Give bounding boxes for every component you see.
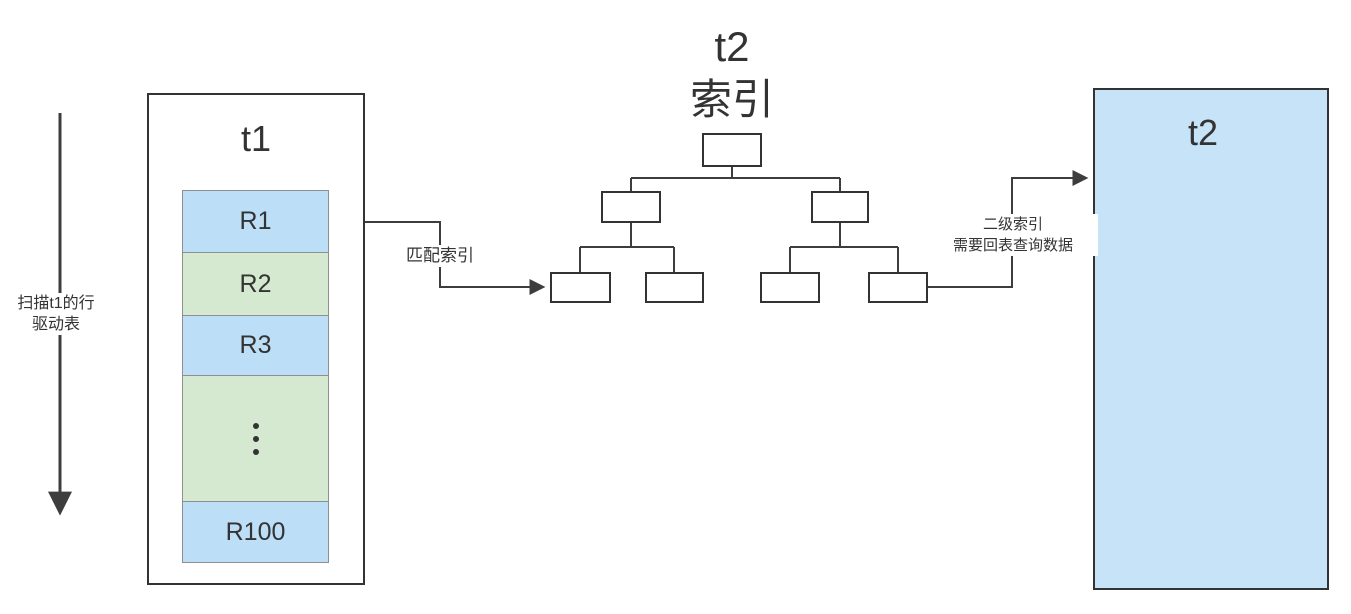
t1-row-r2-label: R2 [239,269,272,298]
t1-row-r1-label: R1 [239,207,272,235]
secondary-index-annotation-line1: 二级索引 [982,216,1043,233]
t1-row-r2: R2 [182,252,329,316]
tree-root-node [702,133,762,167]
tree-leaf-node-1 [550,272,611,303]
tree-connector-top [630,167,841,191]
t1-row-r100-label: R100 [225,517,286,546]
t1-row-r3-label: R3 [239,331,272,359]
t2-title: t2 [1187,112,1219,153]
tree-leaf-node-2 [645,272,704,303]
index-tree-title-line1: t2 [714,23,750,70]
tree-connector-right [789,223,899,272]
t1-row-r100: R100 [182,501,329,563]
index-tree-title-line2: 索引 [689,76,774,123]
tree-leaf-node-4 [868,272,928,303]
match-index-annotation: 匹配索引 [398,245,482,267]
scan-annotation-line2: 驱动表 [31,316,80,333]
t2-table-box [1093,88,1329,590]
tree-leaf-node-3 [760,272,820,303]
scan-annotation: 扫描t1的行 驱动表 [6,293,106,335]
tree-internal-node-right [811,191,869,223]
t1-rows: R1 R2 R3 R100 [182,190,329,563]
tree-internal-node-left [601,191,661,223]
t1-title: t1 [240,118,272,159]
t1-row-ellipsis [182,375,329,502]
tree-connector-left [579,223,675,272]
secondary-index-annotation-line2: 需要回表查询数据 [952,237,1073,254]
secondary-index-annotation: 二级索引 需要回表查询数据 [928,214,1098,256]
index-tree-title: t2 索引 [632,20,832,126]
t1-row-r3: R3 [182,315,329,376]
scan-annotation-line1: 扫描t1的行 [17,295,95,312]
t1-row-r1: R1 [182,190,329,253]
vertical-ellipsis-icon [252,422,259,455]
